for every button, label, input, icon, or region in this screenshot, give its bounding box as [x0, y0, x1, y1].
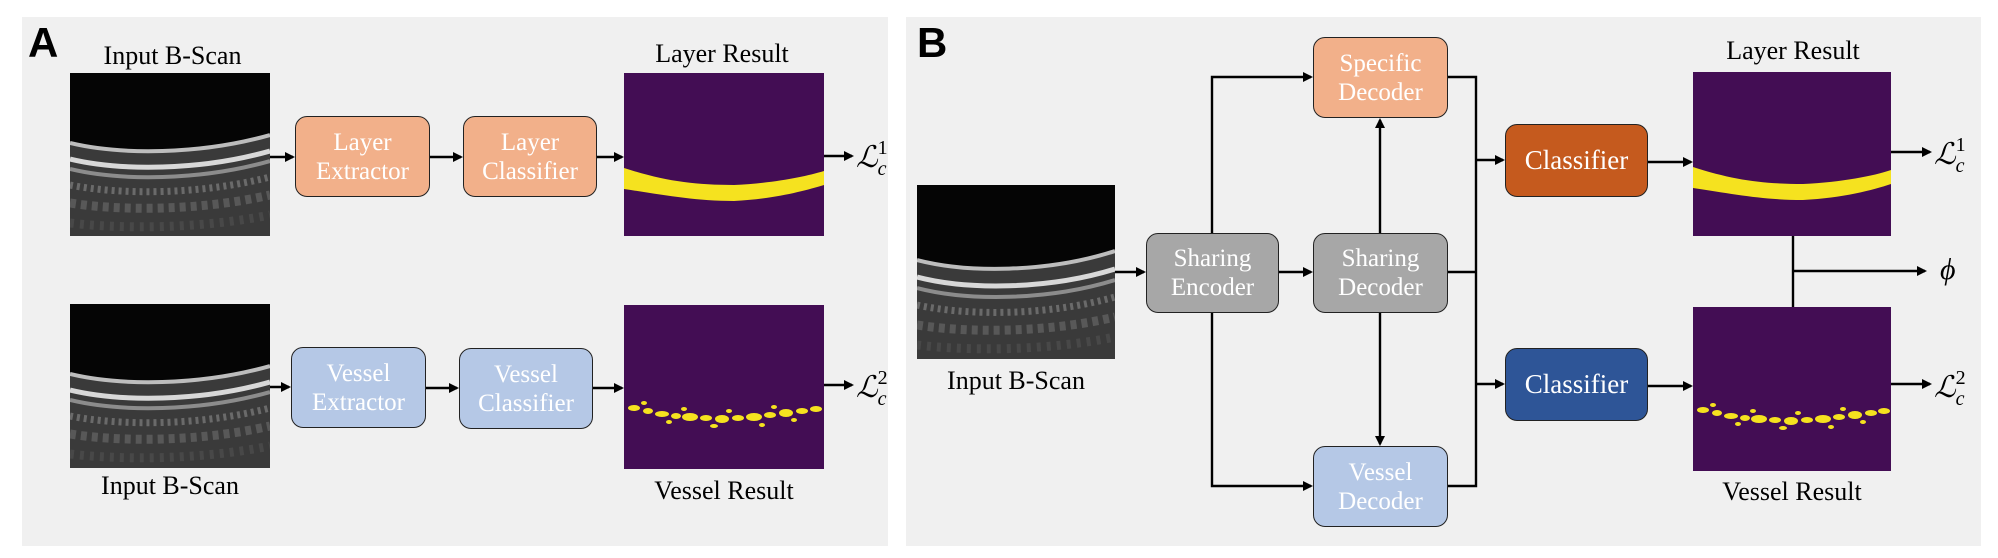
b-vessel-classifier-label: Classifier	[1524, 369, 1629, 399]
vessel-decoder-line2: Decoder	[1338, 487, 1423, 515]
vessel-extractor-line1: Vessel	[326, 359, 391, 387]
arrow-b-encoder-to-vessel-decoder	[1210, 313, 1313, 491]
panel-b-label: B	[917, 19, 948, 66]
b-loss-layer-symbol: ℒ	[1934, 138, 1956, 171]
a-loss-layer-sup: 1	[877, 137, 888, 159]
b-layer-result-image	[1693, 72, 1891, 236]
vessel-classifier-line2: Classifier	[478, 389, 574, 417]
layer-extractor-line2: Extractor	[315, 157, 409, 185]
panel-a-label: A	[28, 19, 59, 66]
vessel-extractor-line2: Extractor	[311, 388, 405, 416]
b-loss-layer-sup: 1	[1955, 134, 1966, 156]
a-loss-vessel-sub: c	[877, 388, 887, 410]
arrow-b-encoder-to-specific	[1210, 72, 1313, 233]
b-loss-vessel-sub: c	[1955, 388, 1965, 410]
a-bottom-input-caption: Input B-Scan	[101, 471, 239, 500]
b-vessel-classifier-module: Classifier	[1505, 348, 1648, 421]
layer-classifier-line2: Classifier	[482, 157, 578, 185]
sharing-decoder-line1: Sharing	[1341, 245, 1420, 272]
b-layer-result-caption: Layer Result	[1726, 36, 1860, 65]
specific-decoder-line2: Decoder	[1338, 78, 1423, 106]
wire-b-specific-out	[1448, 75, 1478, 160]
a-loss-layer-sub: c	[877, 158, 887, 180]
sharing-decoder-line2: Decoder	[1338, 274, 1423, 301]
b-vessel-result-caption: Vessel Result	[1722, 477, 1862, 506]
a-loss-layer: ℒ1c	[856, 138, 888, 179]
a-loss-vessel-symbol: ℒ	[856, 371, 878, 404]
sharing-encoder-line1: Sharing	[1173, 245, 1252, 272]
sharing-encoder-line2: Encoder	[1170, 274, 1255, 301]
vessel-classifier-line1: Vessel	[494, 360, 558, 388]
b-loss-vessel-sup: 2	[1955, 367, 1966, 389]
b-loss-vessel-symbol: ℒ	[1934, 371, 1956, 404]
a-layer-result-image	[624, 73, 824, 236]
layer-extractor-line1: Layer	[333, 128, 392, 156]
b-loss-layer: ℒ1c	[1934, 135, 1966, 176]
a-vessel-result-caption: Vessel Result	[654, 476, 794, 505]
b-layer-classifier-module: Classifier	[1505, 124, 1648, 197]
a-loss-vessel: ℒ2c	[856, 368, 888, 409]
a-top-bscan-image	[70, 73, 270, 236]
b-phi: ϕ	[1940, 253, 1956, 286]
b-vessel-result-image	[1693, 307, 1891, 471]
b-layer-classifier-label: Classifier	[1524, 145, 1629, 175]
a-loss-vessel-sup: 2	[877, 367, 888, 389]
layer-classifier-line1: Layer	[500, 128, 560, 156]
a-top-input-caption: Input B-Scan	[103, 41, 242, 70]
a-loss-layer-symbol: ℒ	[856, 141, 878, 174]
a-bottom-bscan-image	[70, 304, 270, 468]
vessel-decoder-line1: Vessel	[1348, 458, 1413, 486]
specific-decoder-line1: Specific	[1339, 49, 1422, 77]
wire-b-vessel-out	[1448, 160, 1478, 488]
b-bscan-image	[917, 185, 1115, 359]
b-input-caption: Input B-Scan	[947, 366, 1085, 395]
b-loss-vessel: ℒ2c	[1934, 368, 1966, 409]
a-layer-result-caption: Layer Result	[655, 39, 789, 68]
b-loss-layer-sub: c	[1955, 155, 1965, 177]
a-vessel-result-image	[624, 305, 824, 469]
